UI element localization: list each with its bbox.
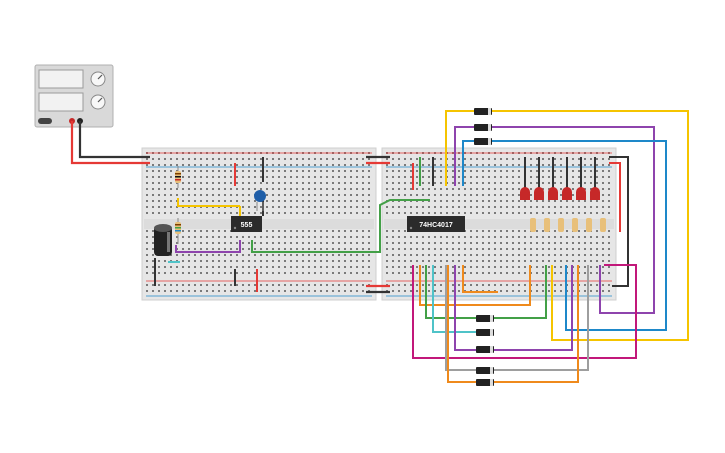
right-board-wires[interactable] [412,156,629,287]
power-wires[interactable] [70,121,390,294]
loop-wires[interactable] [412,110,689,383]
resistor-icon[interactable] [175,166,181,244]
counter-chip-icon[interactable]: 74HC4017 [407,216,465,232]
diode-icon[interactable] [474,108,494,386]
capacitor-icon[interactable] [254,190,266,211]
power-supply-icon[interactable] [34,64,114,128]
chip-4017-label: 74HC4017 [419,222,453,229]
electrolytic-capacitor[interactable] [154,224,172,256]
led-icon[interactable] [520,187,600,200]
led-resistors[interactable] [530,218,606,232]
chip-555-label: 555 [241,222,253,229]
left-board-wires[interactable] [154,157,430,292]
ic-chip-icon[interactable]: 555 [231,216,262,232]
